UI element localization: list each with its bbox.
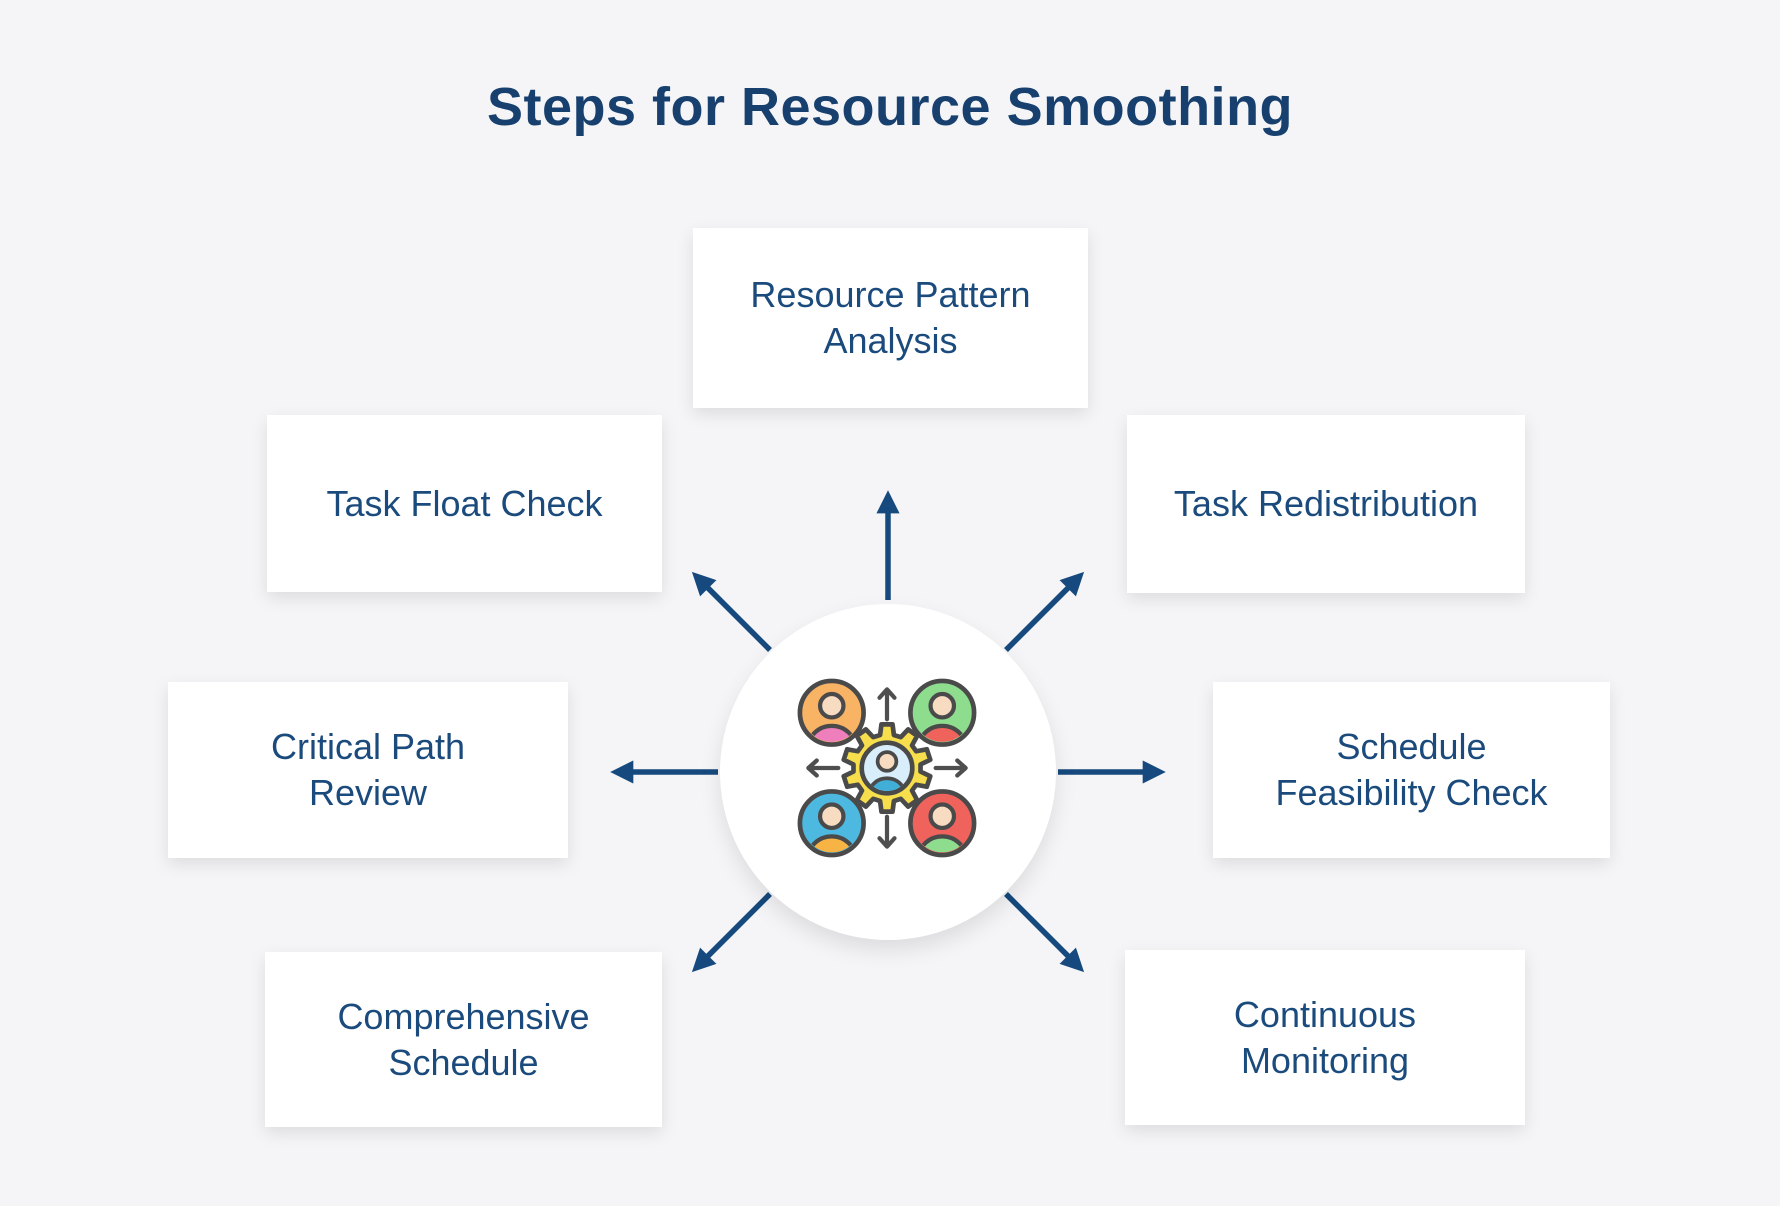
step-box-resource-pattern-analysis: Resource Pattern Analysis (693, 228, 1088, 408)
step-label: Critical Path Review (270, 726, 466, 813)
outward-arrow-down-icon (877, 814, 897, 849)
page-title: Steps for Resource Smoothing (486, 77, 1294, 137)
outward-arrow-up-icon (877, 687, 897, 722)
connector-arrow-lower-left (691, 892, 772, 973)
person-bottom-right-icon (908, 789, 977, 858)
connector-arrow-lower-right (1004, 892, 1085, 973)
outward-arrow-right-icon (933, 758, 968, 778)
step-box-task-redistribution: Task Redistribution (1127, 415, 1525, 593)
connector-arrow-upper-right (1004, 571, 1085, 652)
step-box-comprehensive-schedule: Comprehensive Schedule (265, 952, 662, 1127)
step-label: Continuous Monitoring (1233, 993, 1417, 1081)
step-label: Comprehensive Schedule (337, 995, 590, 1083)
outward-arrow-left-icon (806, 758, 841, 778)
step-label: Resource Pattern Analysis (750, 274, 1031, 361)
person-top-right-icon (908, 678, 977, 747)
team-resource-allocation-icon (797, 678, 977, 858)
step-box-task-float-check: Task Float Check (267, 415, 662, 592)
person-bottom-left-icon (797, 789, 866, 858)
connector-arrow-upper-left (691, 571, 772, 652)
step-box-critical-path-review: Critical Path Review (168, 682, 568, 858)
step-label: Task Redistribution (1173, 483, 1479, 525)
person-top-left-icon (797, 678, 866, 747)
step-box-continuous-monitoring: Continuous Monitoring (1125, 950, 1525, 1125)
gear-icon (841, 722, 933, 814)
step-label: Task Float Check (326, 482, 603, 524)
step-label: Schedule Feasibility Check (1275, 726, 1548, 813)
step-box-schedule-feasibility-check: Schedule Feasibility Check (1213, 682, 1610, 858)
gear-person-icon (867, 776, 907, 791)
